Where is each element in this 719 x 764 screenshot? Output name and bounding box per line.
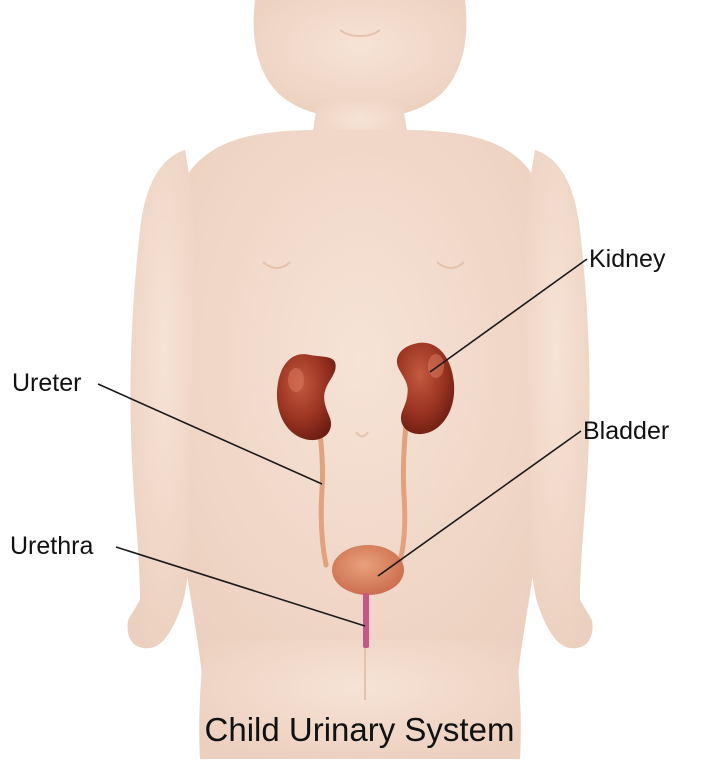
right-kidney-highlight xyxy=(428,354,444,378)
ureter-label: Ureter xyxy=(12,371,81,396)
bladder-label: Bladder xyxy=(583,419,669,444)
child-body xyxy=(127,0,592,759)
left-kidney-highlight xyxy=(288,368,304,392)
kidney-label: Kidney xyxy=(589,247,665,272)
bladder xyxy=(332,545,404,595)
urethra xyxy=(363,593,369,648)
urethra-label: Urethra xyxy=(10,534,93,559)
child-torso xyxy=(172,130,548,700)
diagram-title: Child Urinary System xyxy=(0,713,719,746)
